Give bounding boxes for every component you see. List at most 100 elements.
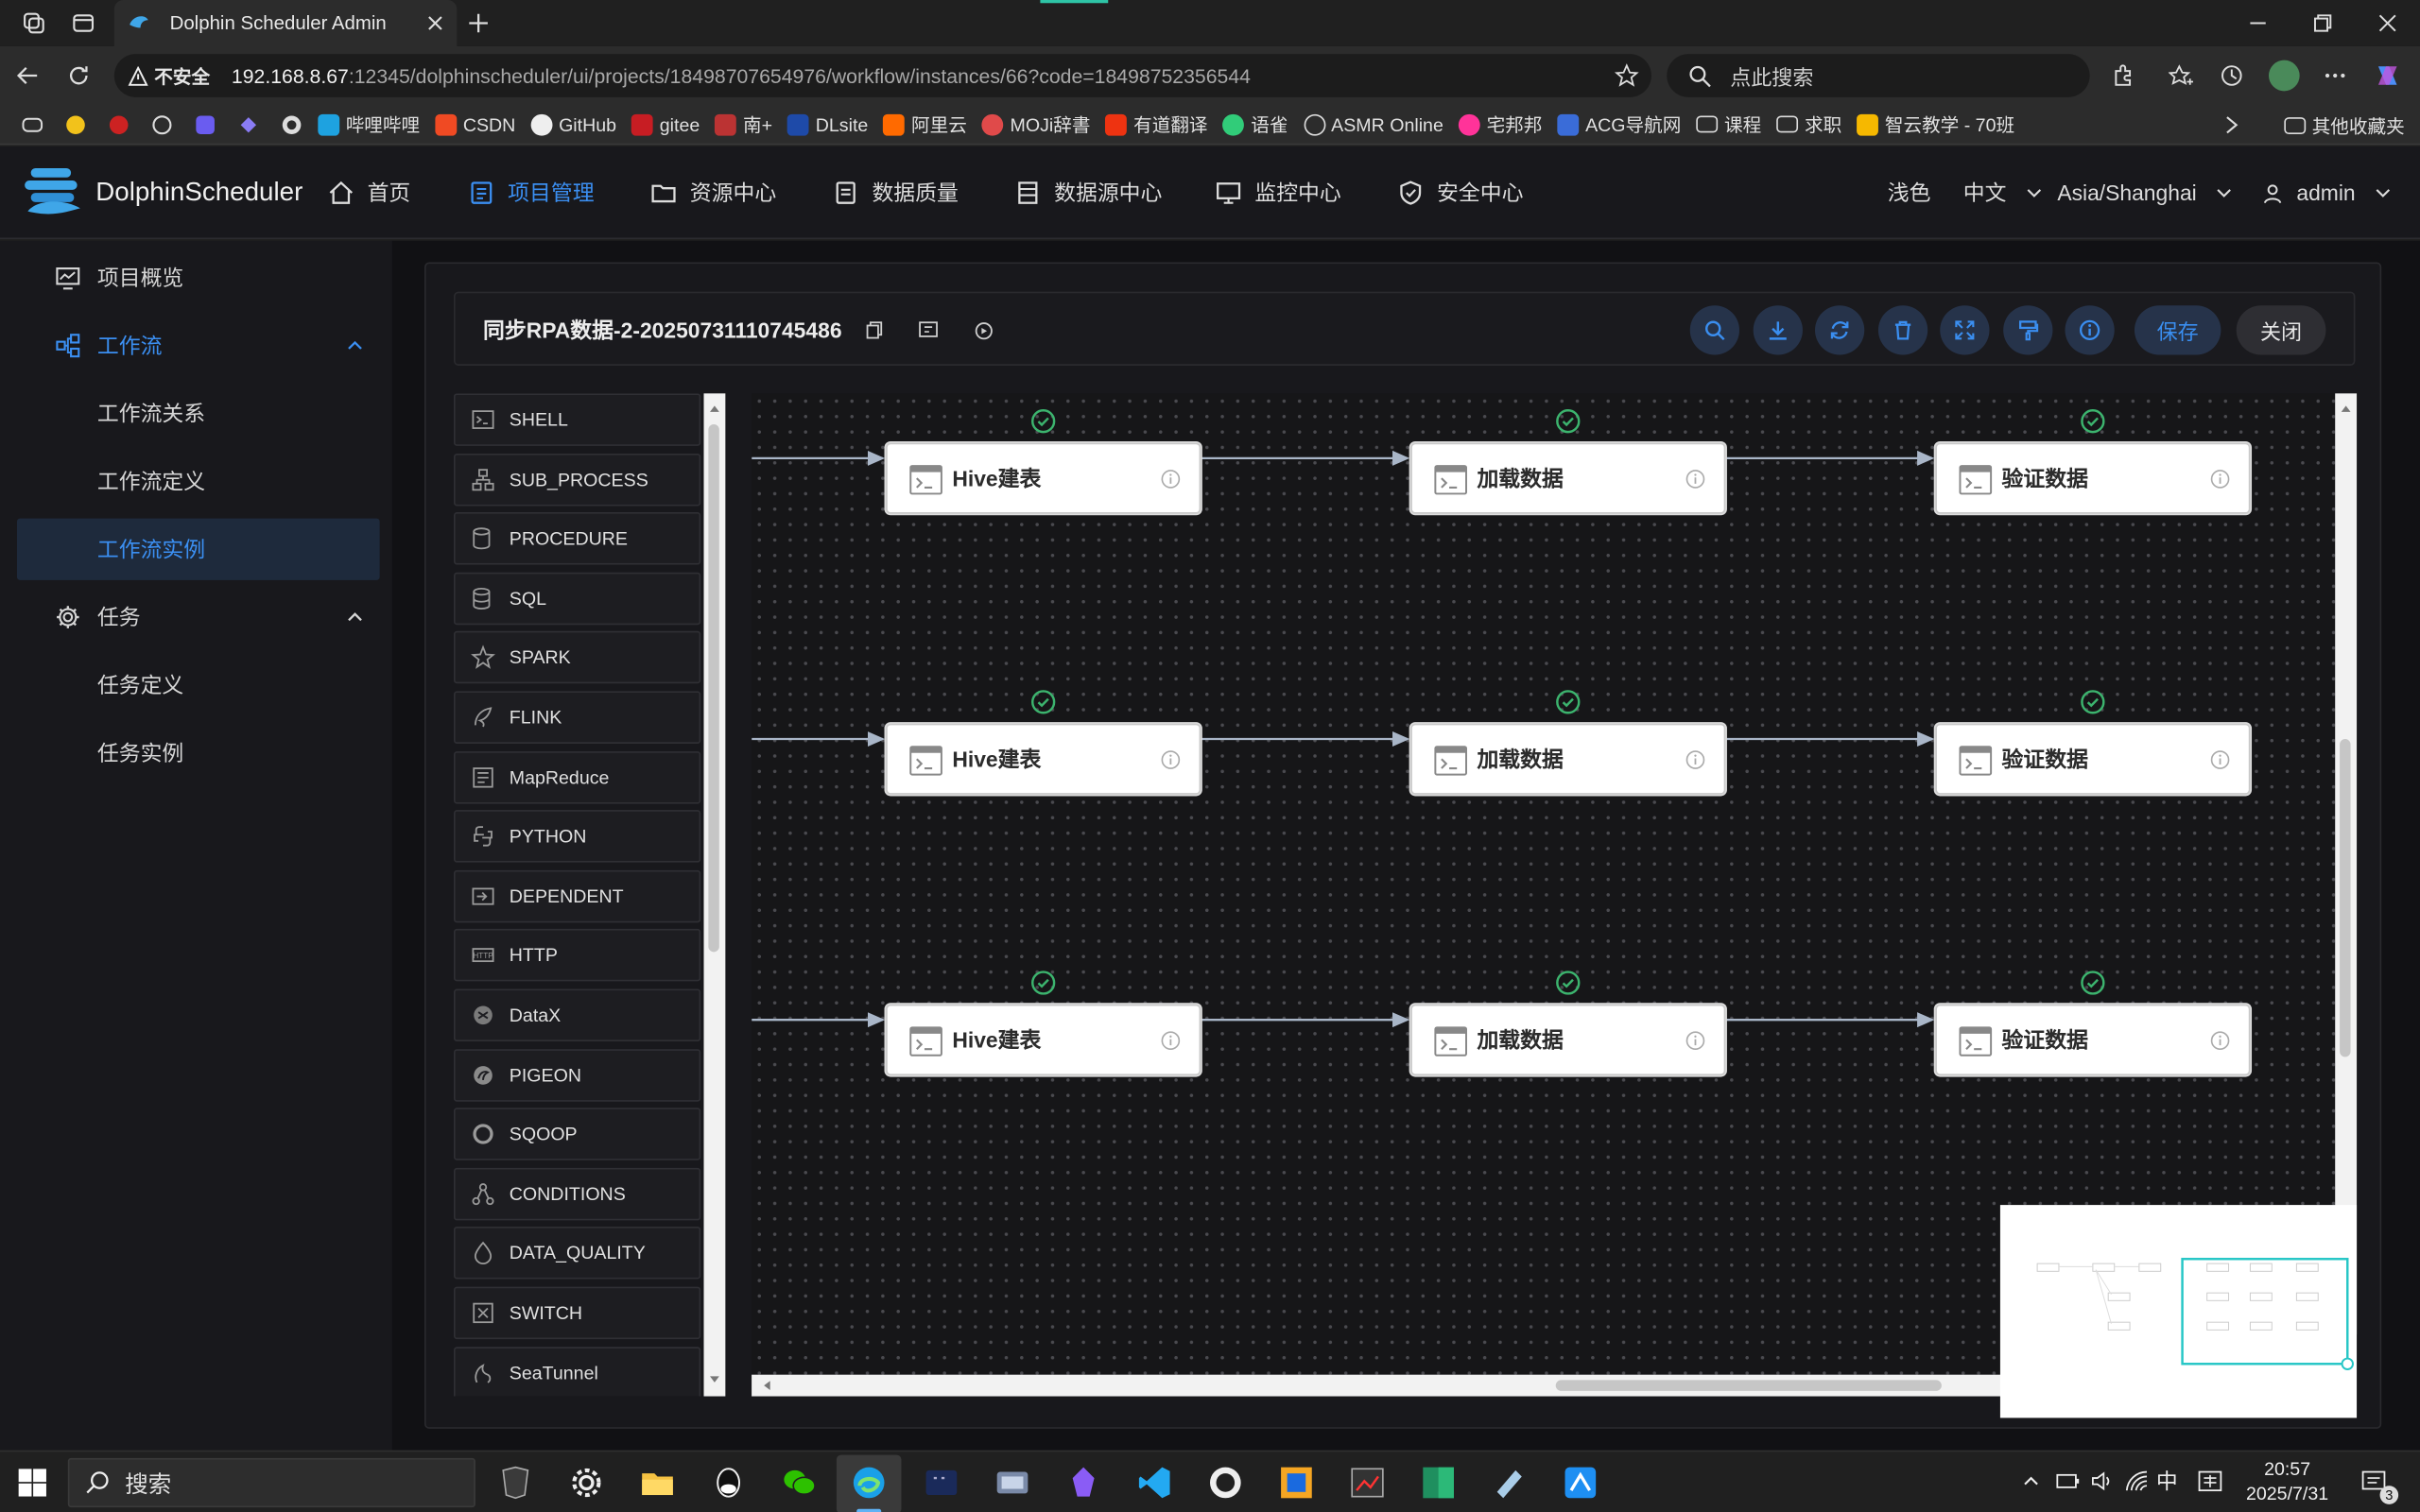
history-icon[interactable]	[2220, 63, 2244, 88]
nav-datasource-center[interactable]: 数据源中心	[1014, 146, 1162, 239]
sidebar-item-task-instance[interactable]: 任务实例	[96, 740, 184, 765]
download-button[interactable]	[1753, 305, 1803, 355]
palette-item-sub-process[interactable]: SUB_PROCESS	[454, 453, 701, 506]
language-select[interactable]: 中文	[1963, 146, 2044, 239]
taskbar-search-box[interactable]: 搜索	[67, 1457, 475, 1508]
node-info-icon[interactable]	[1161, 469, 1181, 489]
favorite-star-icon[interactable]	[1614, 63, 1639, 88]
theme-toggle[interactable]: 浅色	[1887, 180, 1931, 206]
sidebar-item-project-overview[interactable]: 项目概览	[17, 247, 380, 308]
palette-item-dependent[interactable]: DEPENDENT	[454, 869, 701, 922]
node-info-icon[interactable]	[1685, 469, 1705, 489]
more-menu-icon[interactable]	[2323, 63, 2347, 88]
palette-item-shell[interactable]: SHELL	[454, 393, 701, 446]
format-button[interactable]	[2003, 305, 2053, 355]
palette-item-sql[interactable]: SQL	[454, 572, 701, 625]
bookmark-moji[interactable]: MOJi辞書	[982, 112, 1090, 138]
warning-icon[interactable]	[128, 65, 148, 85]
windows-start-icon[interactable]	[18, 1469, 46, 1497]
tray-overflow-chevron-icon[interactable]	[2022, 1472, 2041, 1491]
close-window-icon[interactable]	[2355, 0, 2420, 46]
ime-indicator[interactable]: 中	[2155, 1469, 2178, 1494]
bookmark-southplus[interactable]: 南+	[715, 112, 772, 138]
nav-project-management[interactable]: 项目管理	[468, 146, 595, 239]
palette-item-datax[interactable]: DataX	[454, 988, 701, 1042]
palette-item-sqoop[interactable]: SQOOP	[454, 1108, 701, 1161]
taskbar-github-desktop-icon[interactable]	[1207, 1464, 1244, 1501]
copy-icon[interactable]	[867, 321, 886, 340]
dag-node-load-data[interactable]: 加载数据	[1410, 1004, 1726, 1075]
minimize-icon[interactable]	[2225, 0, 2290, 46]
ime-mode-icon[interactable]	[2198, 1470, 2222, 1492]
close-button[interactable]: 关闭	[2236, 305, 2326, 355]
security-label[interactable]: 不安全	[154, 65, 211, 88]
favorites-icon[interactable]	[2168, 63, 2193, 88]
palette-item-seatunnel[interactable]: SeaTunnel	[454, 1346, 701, 1397]
nav-home[interactable]: 首页	[327, 146, 410, 239]
browser-tab[interactable]: Dolphin Scheduler Admin	[113, 0, 458, 46]
canvas-horizontal-scrollbar[interactable]	[752, 1374, 2336, 1397]
bookmark-icon-1[interactable]	[22, 113, 43, 135]
bookmark-aliyun[interactable]: 阿里云	[883, 112, 967, 138]
delete-button[interactable]	[1877, 305, 1928, 355]
nav-data-quality[interactable]: 数据质量	[832, 146, 959, 239]
palette-item-mapreduce[interactable]: MapReduce	[454, 750, 701, 803]
workspaces-icon[interactable]	[22, 10, 46, 35]
palette-item-flink[interactable]: FLINK	[454, 691, 701, 744]
notification-icon[interactable]	[2361, 1469, 2386, 1493]
bookmark-zhiyun[interactable]: 智云教学 - 70班	[1857, 112, 2014, 138]
tab-actions-icon[interactable]	[71, 10, 95, 35]
wifi-icon[interactable]	[2125, 1470, 2150, 1492]
startup-params-icon[interactable]	[975, 320, 994, 340]
fullscreen-button[interactable]	[1940, 305, 1990, 355]
save-button[interactable]: 保存	[2134, 305, 2221, 355]
close-tab-icon[interactable]	[426, 14, 445, 33]
app-logo[interactable]: DolphinScheduler	[22, 165, 302, 221]
bookmark-acg[interactable]: ACG导航网	[1557, 112, 1681, 138]
taskbar-app-icon-8[interactable]	[1562, 1464, 1599, 1501]
restore-icon[interactable]	[2290, 0, 2356, 46]
bookmark-icon-7[interactable]	[281, 113, 302, 135]
variables-icon[interactable]	[919, 321, 941, 340]
dag-node-verify-data[interactable]: 验证数据	[1935, 723, 2251, 795]
url-bar[interactable]: 不安全 192.168.8.67 :12345/dolphinscheduler…	[113, 54, 1651, 97]
copilot-icon[interactable]	[2372, 60, 2403, 92]
palette-item-spark[interactable]: SPARK	[454, 631, 701, 684]
node-info-icon[interactable]	[2210, 1031, 2230, 1051]
taskbar-app-icon-1[interactable]	[497, 1464, 534, 1501]
sidebar-item-workflow[interactable]: 工作流	[17, 315, 380, 376]
bookmark-csdn[interactable]: CSDN	[435, 113, 515, 135]
taskbar-app-icon-4[interactable]	[1278, 1464, 1315, 1501]
canvas-vertical-scrollbar[interactable]	[2335, 393, 2358, 1335]
taskbar-file-explorer-icon[interactable]	[639, 1464, 676, 1501]
taskbar-app-icon-2[interactable]	[923, 1464, 959, 1501]
nav-monitor-center[interactable]: 监控中心	[1215, 146, 1341, 239]
bookmark-gitee[interactable]: gitee	[631, 113, 700, 135]
taskbar-wechat-icon[interactable]	[781, 1464, 818, 1501]
profile-avatar[interactable]	[2269, 60, 2300, 92]
node-info-icon[interactable]	[1685, 749, 1705, 769]
palette-item-pigeon[interactable]: PIGEON	[454, 1048, 701, 1102]
search-node-button[interactable]	[1689, 305, 1740, 355]
refresh-button[interactable]	[1815, 305, 1865, 355]
taskbar-app-icon-7[interactable]	[1491, 1464, 1528, 1501]
nav-security-center[interactable]: 安全中心	[1397, 146, 1523, 239]
bookmark-other-folder[interactable]: 其他收藏夹	[2284, 112, 2405, 139]
sidebar-item-task-definition[interactable]: 任务定义	[96, 672, 184, 697]
taskbar-qq-icon[interactable]	[710, 1464, 747, 1501]
palette-item-conditions[interactable]: CONDITIONS	[454, 1167, 701, 1221]
nav-resource-center[interactable]: 资源中心	[649, 146, 776, 239]
bookmark-icon-6[interactable]	[237, 113, 259, 135]
bookmark-icon-3[interactable]	[108, 113, 130, 135]
node-info-icon[interactable]	[1161, 749, 1181, 769]
dag-node-load-data[interactable]: 加载数据	[1410, 723, 1726, 795]
new-tab-icon[interactable]	[466, 10, 491, 35]
dag-node-verify-data[interactable]: 验证数据	[1935, 442, 2251, 514]
bookmark-yuque[interactable]: 语雀	[1222, 112, 1288, 138]
back-icon[interactable]	[15, 63, 40, 88]
bookmark-dlsite[interactable]: DLsite	[787, 113, 868, 135]
bookmark-icon-4[interactable]	[151, 113, 173, 135]
palette-item-python[interactable]: PYTHON	[454, 810, 701, 863]
volume-icon[interactable]	[2090, 1470, 2115, 1492]
taskbar-edge-active[interactable]	[836, 1454, 902, 1512]
